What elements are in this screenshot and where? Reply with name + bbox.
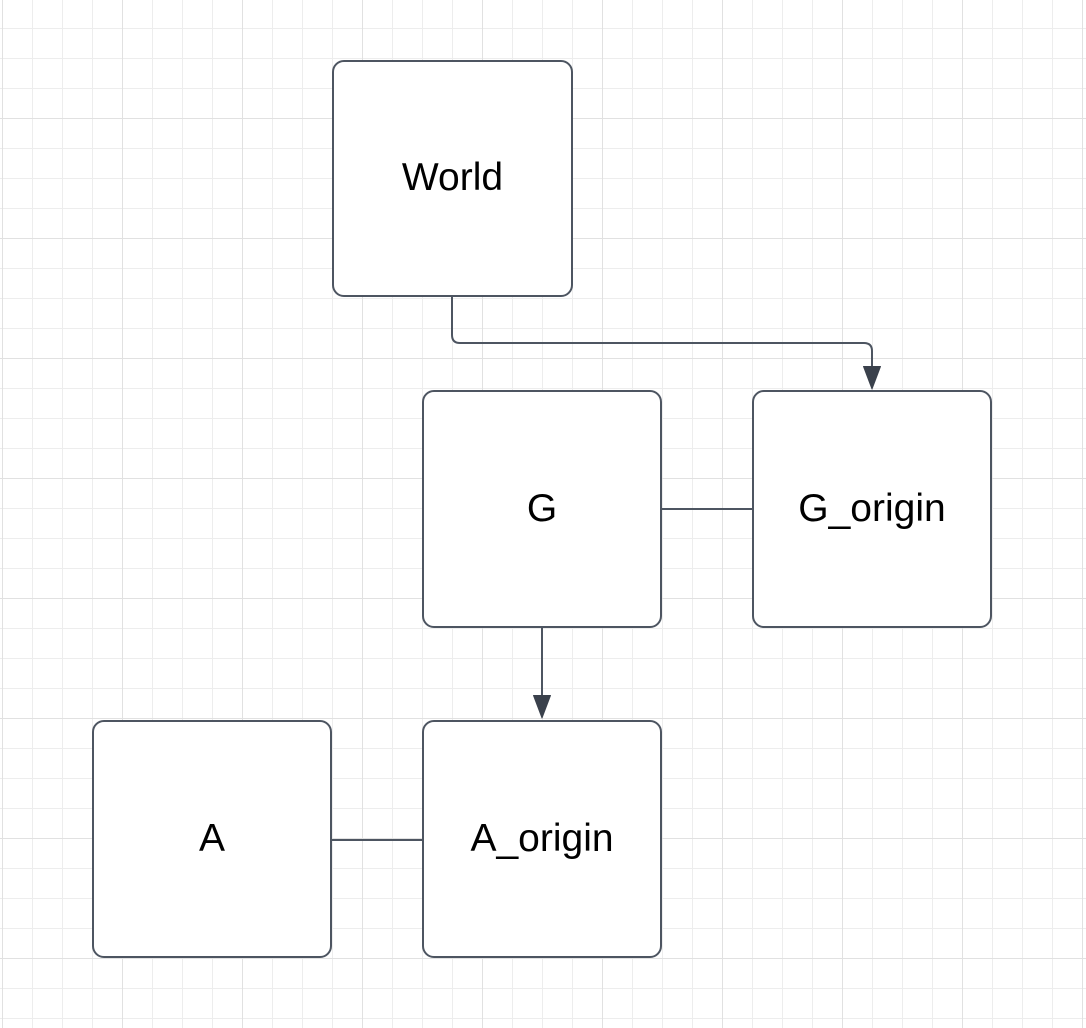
node-a-origin[interactable]: A_origin <box>422 720 662 958</box>
arrowhead-down-icon <box>863 366 881 390</box>
node-g-label: G <box>526 486 558 530</box>
node-world[interactable]: World <box>332 60 573 297</box>
edge-world-to-g-origin[interactable] <box>451 297 881 390</box>
arrowhead-down-icon <box>533 695 551 719</box>
node-g-origin[interactable]: G_origin <box>752 390 992 628</box>
node-a-origin-label: A_origin <box>470 816 614 860</box>
node-g-origin-label: G_origin <box>798 486 946 530</box>
node-a-label: A <box>198 816 225 860</box>
node-a[interactable]: A <box>92 720 332 958</box>
node-world-label: World <box>401 156 504 200</box>
node-g[interactable]: G <box>422 390 662 628</box>
edge-world-to-g-origin-line[interactable] <box>451 297 873 367</box>
edge-g-to-a-origin[interactable] <box>533 628 551 719</box>
